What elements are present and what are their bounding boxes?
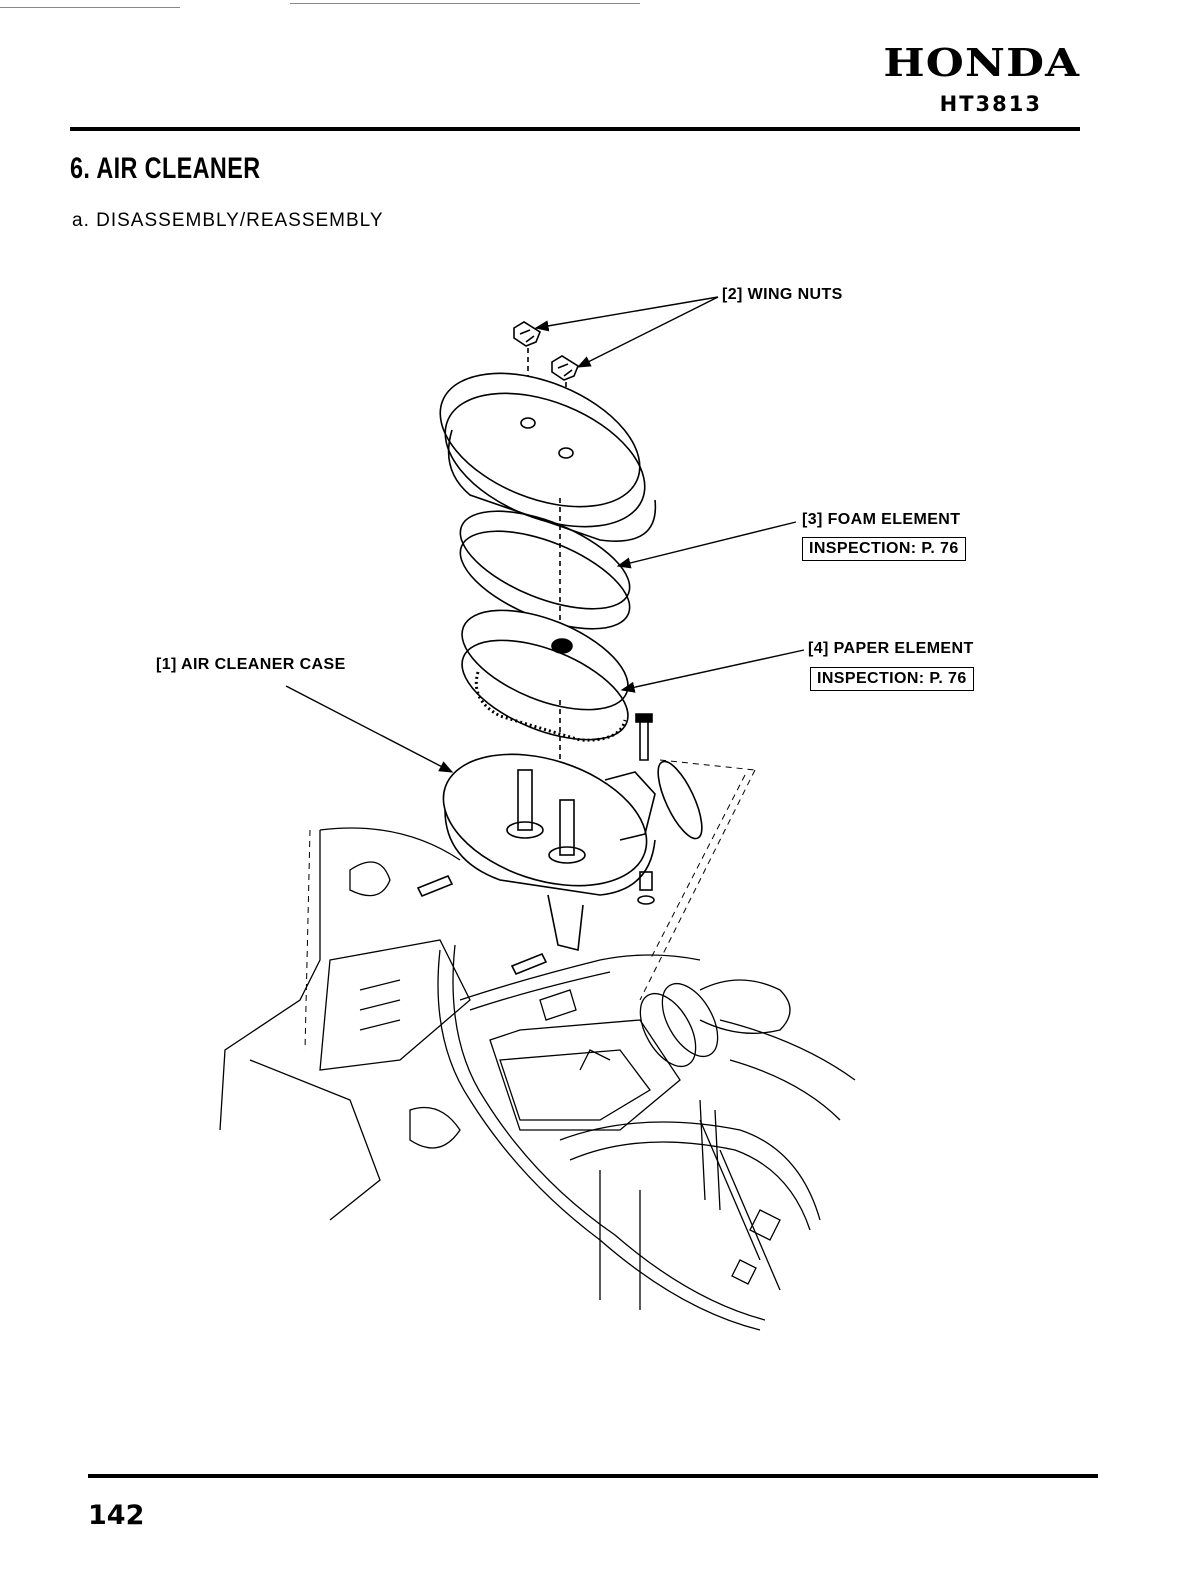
paper-element-callout: [4] PAPER ELEMENT [808,640,974,658]
paper-element-part [448,590,641,780]
foam-inspection-reference: INSPECTION: P. 76 [802,537,966,561]
air-cleaner-case-part [427,730,711,950]
engine-assembly-drawing [220,828,855,1330]
page-number: 142 [88,1500,144,1531]
wing-nuts-callout: [2] WING NUTS [722,286,843,304]
foam-element-callout: [3] FOAM ELEMENT [802,511,960,529]
exploded-view-diagram [0,0,1188,1470]
air-cleaner-cover-part [421,347,664,553]
air-cleaner-case-callout: [1] AIR CLEANER CASE [156,656,346,674]
paper-inspection-reference: INSPECTION: P. 76 [810,667,974,691]
footer-rule [88,1474,1098,1478]
